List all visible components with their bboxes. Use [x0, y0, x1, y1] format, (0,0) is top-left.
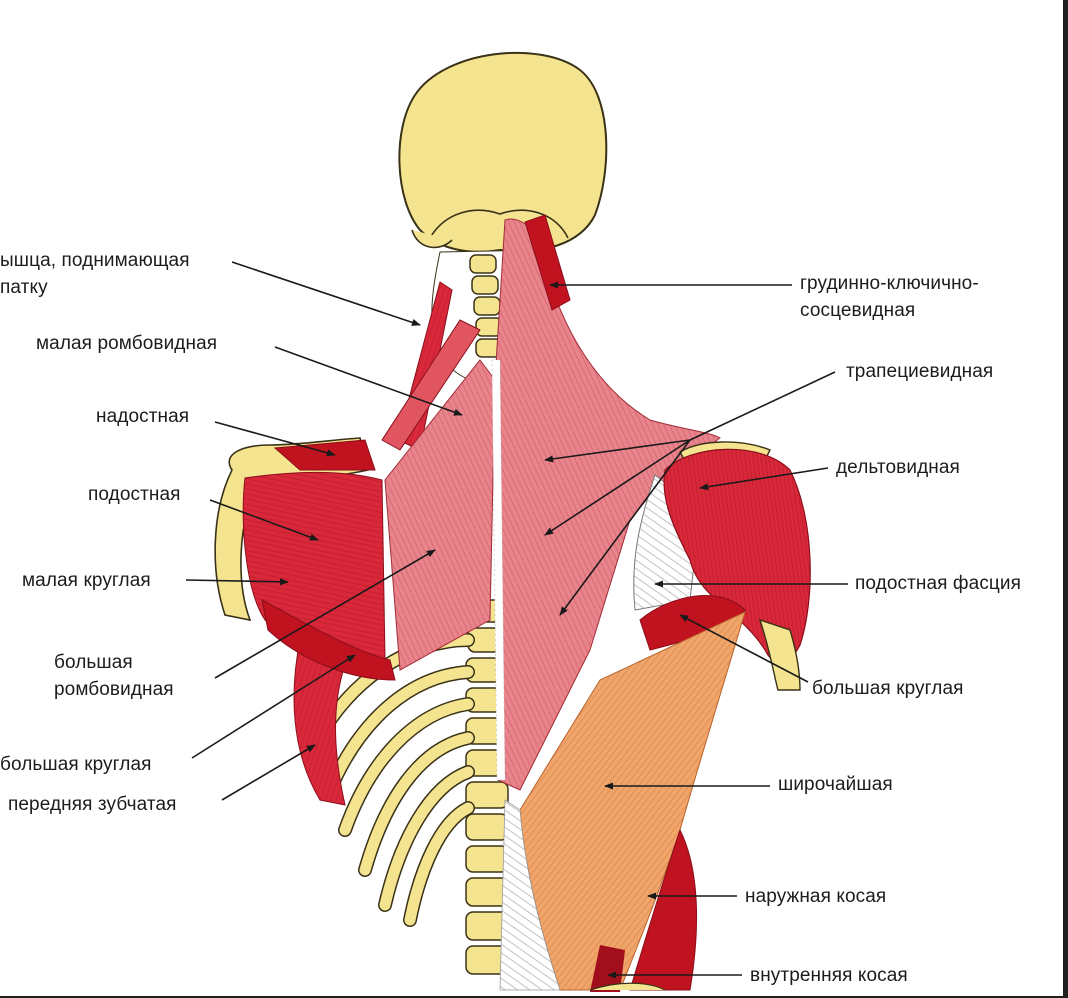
label-sternocleidomastoid: грудинно-ключично- сосцевидная: [800, 273, 979, 321]
label-serratus-anterior: передняя зубчатая: [8, 794, 177, 815]
label-teres-minor: малая круглая: [22, 570, 151, 591]
label-external-oblique: наружная косая: [745, 886, 887, 907]
label-teres-major-right: большая круглая: [812, 678, 964, 699]
label-infraspinatus: подостная: [88, 484, 181, 505]
label-rhomboid-major: большая ромбовидная: [54, 652, 174, 700]
label-levator-scapulae: ышца, поднимающая патку: [0, 250, 190, 298]
sternocleidomastoid-muscle: [524, 214, 571, 311]
supraspinatus-muscle: [273, 439, 376, 471]
label-infraspinous-fascia: подостная фасция: [855, 573, 1022, 594]
leader-lines: [185, 261, 848, 979]
rhomboid-minor-muscle: [381, 319, 481, 451]
skull: [398, 51, 608, 253]
label-supraspinatus: надостная: [96, 406, 190, 427]
label-rhomboid-minor: малая ромбовидная: [36, 333, 218, 354]
label-internal-oblique: внутренняя косая: [750, 965, 908, 986]
internal-oblique-muscle: [590, 945, 625, 992]
label-deltoid: дельтовидная: [836, 457, 960, 478]
label-teres-major-left: большая круглая: [0, 754, 152, 775]
label-latissimus-dorsi: широчайшая: [778, 774, 893, 795]
teres-major-left-muscle: [261, 599, 396, 681]
label-trapezius: трапециевидная: [846, 361, 994, 382]
